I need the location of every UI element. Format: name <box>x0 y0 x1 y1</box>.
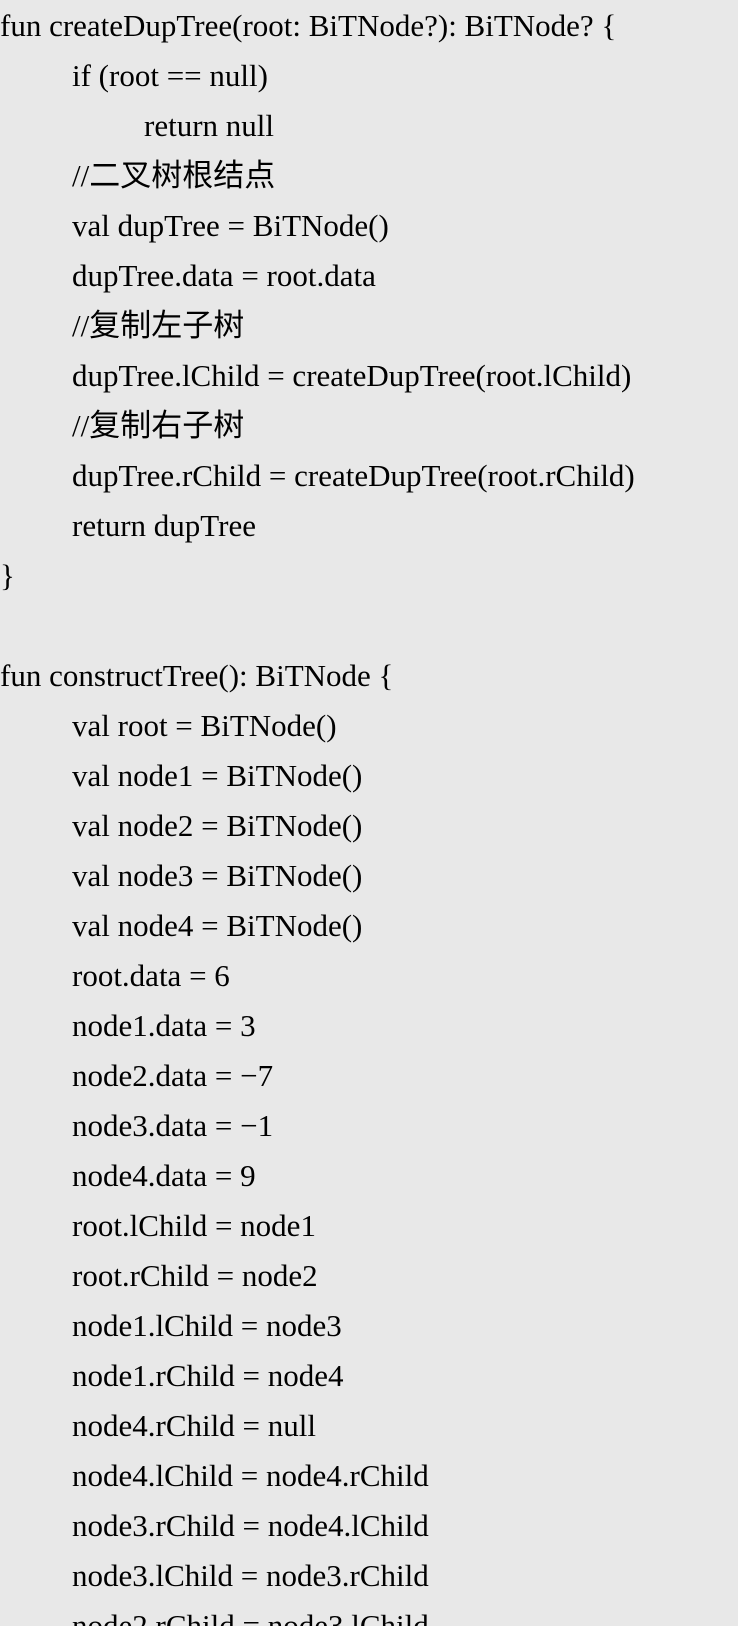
code-line-32: node3.lChild = node3.rChild <box>72 1558 429 1593</box>
code-line-3: return null <box>144 108 274 143</box>
code-line-25: root.lChild = node1 <box>72 1208 316 1243</box>
code-line-16: val node1 = BiTNode() <box>72 758 363 793</box>
code-line-8: dupTree.lChild = createDupTree(root.lChi… <box>72 358 632 393</box>
code-line-33: node2.rChild = node3.lChild <box>72 1608 429 1626</box>
code-line-9: //复制右子树 <box>72 408 245 443</box>
code-line-13 <box>0 601 738 651</box>
code-line-22: node2.data = −7 <box>72 1058 274 1093</box>
code-line-30: node4.lChild = node4.rChild <box>72 1458 429 1493</box>
code-line-29: node4.rChild = null <box>72 1408 316 1443</box>
code-line-2: if (root == null) <box>72 58 268 93</box>
code-line-27: node1.lChild = node3 <box>72 1308 342 1343</box>
code-line-28: node1.rChild = node4 <box>72 1358 344 1393</box>
code-line-14: fun constructTree(): BiTNode { <box>0 658 394 693</box>
code-line-12: } <box>0 558 15 593</box>
code-line-11: return dupTree <box>72 508 256 543</box>
code-line-31: node3.rChild = node4.lChild <box>72 1508 429 1543</box>
code-line-1: fun createDupTree(root: BiTNode?): BiTNo… <box>0 8 617 43</box>
code-line-10: dupTree.rChild = createDupTree(root.rChi… <box>72 458 635 493</box>
code-line-26: root.rChild = node2 <box>72 1258 318 1293</box>
code-line-19: val node4 = BiTNode() <box>72 908 363 943</box>
code-line-7: //复制左子树 <box>72 308 245 343</box>
code-line-23: node3.data = −1 <box>72 1108 274 1143</box>
code-line-5: val dupTree = BiTNode() <box>72 208 389 243</box>
code-line-21: node1.data = 3 <box>72 1008 256 1043</box>
code-line-24: node4.data = 9 <box>72 1158 256 1193</box>
code-line-18: val node3 = BiTNode() <box>72 858 363 893</box>
code-line-4: //二叉树根结点 <box>72 158 276 193</box>
code-line-15: val root = BiTNode() <box>72 708 337 743</box>
code-line-17: val node2 = BiTNode() <box>72 808 363 843</box>
code-line-20: root.data = 6 <box>72 958 230 993</box>
code-line-6: dupTree.data = root.data <box>72 258 376 293</box>
